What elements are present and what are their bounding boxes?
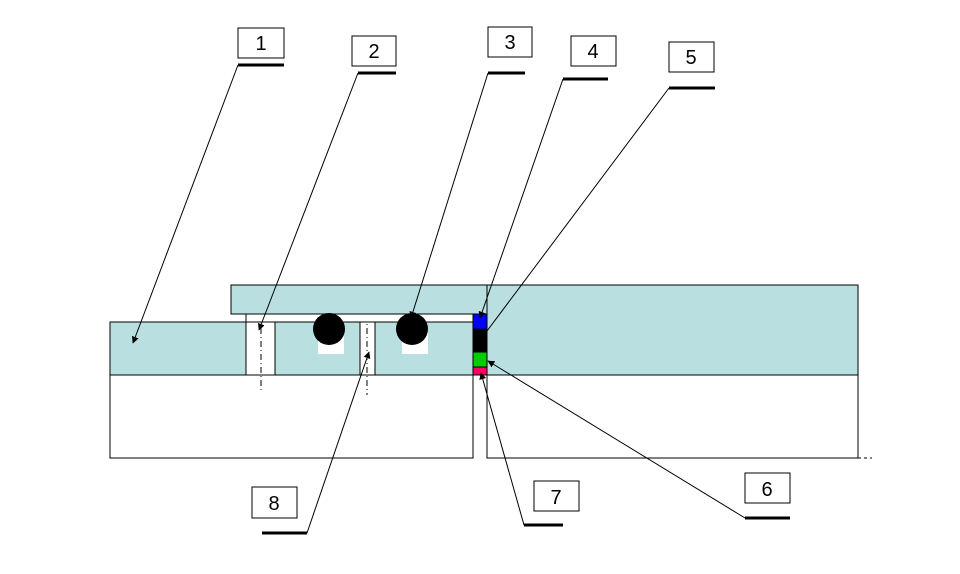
- callout-1: 1: [131, 27, 285, 344]
- callout-7-label: 7: [550, 487, 561, 509]
- callout-6: 6: [487, 360, 791, 520]
- right-panel: [486, 284, 859, 376]
- callout-2: 2: [257, 35, 397, 331]
- callout-3-label: 3: [504, 32, 515, 54]
- seal-magenta: [472, 366, 488, 376]
- callout-8-label: 8: [268, 493, 279, 515]
- callout-6-label: 6: [761, 479, 772, 501]
- seal-blue: [472, 313, 488, 330]
- callout-7: 7: [479, 372, 580, 527]
- top-plate: [230, 284, 488, 315]
- callout-3: 3: [409, 26, 533, 319]
- callout-4: 4: [478, 35, 617, 319]
- left-lower-panel: [109, 321, 247, 376]
- callout-5-label: 5: [685, 47, 696, 69]
- bolt-head-left: [313, 313, 345, 345]
- base-slab-left: [109, 374, 474, 459]
- base-slab-right: [486, 374, 859, 459]
- bolt-head-right: [396, 313, 428, 345]
- callout-2-label: 2: [368, 41, 379, 63]
- callout-1-label: 1: [255, 33, 266, 55]
- callout-4-label: 4: [587, 41, 598, 63]
- top-plate-strip: [245, 313, 474, 323]
- callout-8: 8: [251, 351, 371, 535]
- seal-green: [472, 351, 488, 368]
- callout-5: 5: [477, 41, 715, 344]
